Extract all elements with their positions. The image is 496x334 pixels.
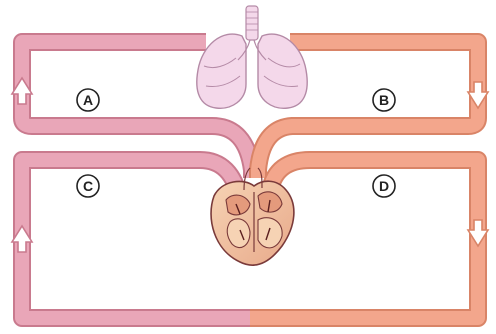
label-a: A <box>77 89 99 111</box>
label-a-text: A <box>83 92 93 108</box>
label-b-text: B <box>379 92 389 108</box>
label-d-text: D <box>379 178 389 194</box>
label-c: C <box>77 175 99 197</box>
label-b: B <box>373 89 395 111</box>
label-d: D <box>373 175 395 197</box>
lungs-icon <box>197 6 307 108</box>
systemic-vessel-c <box>22 160 250 318</box>
label-c-text: C <box>83 178 93 194</box>
systemic-circuit-left <box>22 160 250 318</box>
